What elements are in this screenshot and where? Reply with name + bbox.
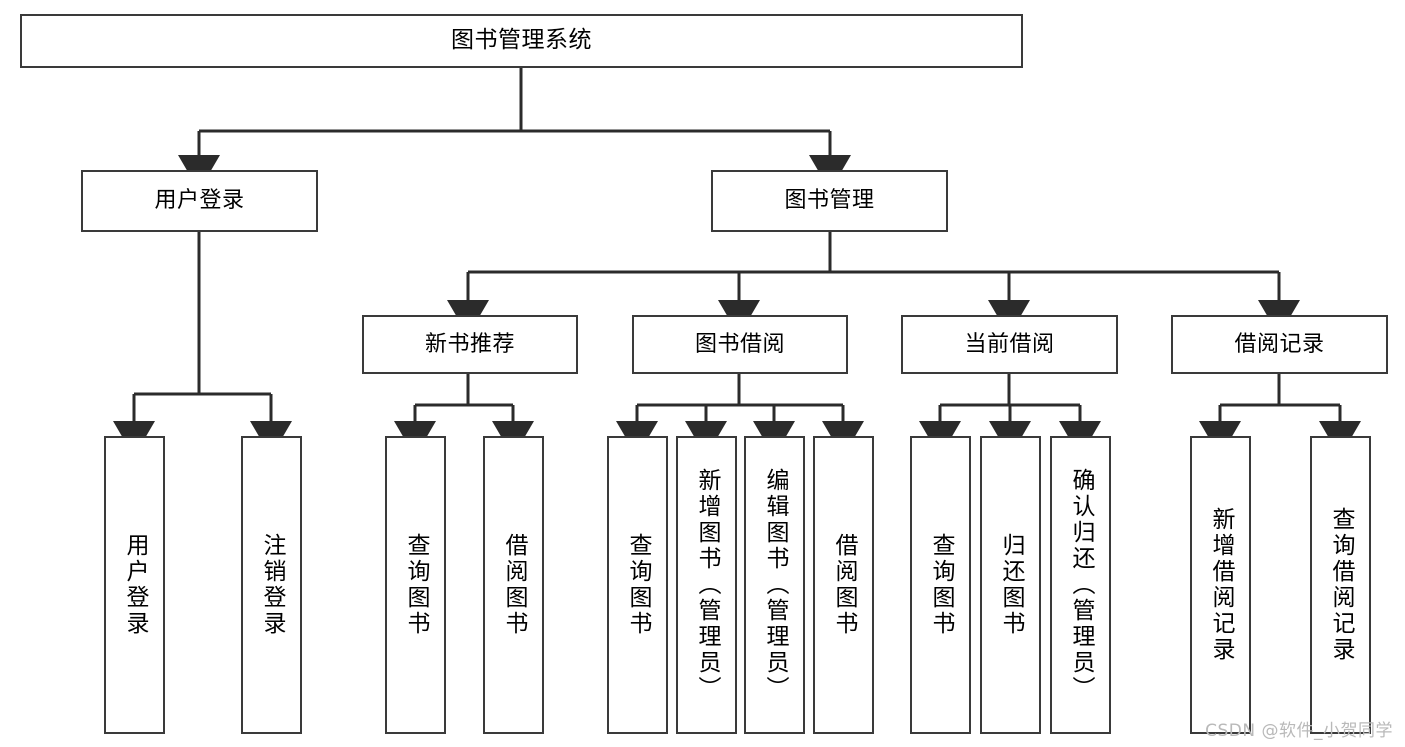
node-borrow-record[interactable]: 借阅记录 bbox=[1171, 315, 1388, 374]
node-label: 用户登录 bbox=[122, 533, 148, 637]
node-label: 编辑图书（管理员） bbox=[762, 468, 788, 702]
node-label: 图书借阅 bbox=[694, 331, 785, 357]
node-book-management-system[interactable]: 图书管理系统 bbox=[20, 14, 1023, 68]
leaf-user-login-logout[interactable]: 注销登录 bbox=[241, 436, 302, 734]
node-current-borrow[interactable]: 当前借阅 bbox=[901, 315, 1118, 374]
leaf-new-book-borrow[interactable]: 借阅图书 bbox=[483, 436, 544, 734]
leaf-borrow-add-book[interactable]: 新增图书（管理员） bbox=[676, 436, 737, 734]
node-label: 借阅图书 bbox=[501, 533, 527, 637]
leaf-borrow-borrow-book[interactable]: 借阅图书 bbox=[813, 436, 874, 734]
node-label: 注销登录 bbox=[259, 533, 285, 637]
node-user-login[interactable]: 用户登录 bbox=[81, 170, 318, 232]
leaf-new-book-query[interactable]: 查询图书 bbox=[385, 436, 446, 734]
node-label: 新增借阅记录 bbox=[1208, 507, 1234, 663]
node-label: 图书管理 bbox=[784, 188, 875, 214]
csdn-watermark: CSDN @软件_小贺同学 bbox=[1205, 721, 1393, 741]
node-label: 归还图书 bbox=[998, 533, 1024, 637]
node-label: 查询图书 bbox=[928, 533, 954, 637]
node-label: 借阅记录 bbox=[1234, 331, 1325, 357]
leaf-borrow-query-book[interactable]: 查询图书 bbox=[607, 436, 668, 734]
node-label: 图书管理系统 bbox=[451, 27, 592, 54]
node-label: 新增图书（管理员） bbox=[694, 468, 720, 702]
node-label: 用户登录 bbox=[154, 188, 245, 214]
node-label: 查询借阅记录 bbox=[1328, 507, 1354, 663]
node-label: 查询图书 bbox=[625, 533, 651, 637]
node-label: 当前借阅 bbox=[964, 331, 1055, 357]
leaf-record-query-record[interactable]: 查询借阅记录 bbox=[1310, 436, 1371, 734]
leaf-record-add-record[interactable]: 新增借阅记录 bbox=[1190, 436, 1251, 734]
leaf-current-confirm-return[interactable]: 确认归还（管理员） bbox=[1050, 436, 1111, 734]
node-label: 借阅图书 bbox=[831, 533, 857, 637]
node-label: 查询图书 bbox=[403, 533, 429, 637]
node-label: 确认归还（管理员） bbox=[1068, 468, 1094, 702]
leaf-user-login-login[interactable]: 用户登录 bbox=[104, 436, 165, 734]
node-book-management[interactable]: 图书管理 bbox=[711, 170, 948, 232]
leaf-borrow-edit-book[interactable]: 编辑图书（管理员） bbox=[744, 436, 805, 734]
node-label: 新书推荐 bbox=[424, 331, 515, 357]
leaf-current-return-book[interactable]: 归还图书 bbox=[980, 436, 1041, 734]
node-new-book-recommend[interactable]: 新书推荐 bbox=[362, 315, 578, 374]
leaf-current-query-book[interactable]: 查询图书 bbox=[910, 436, 971, 734]
node-book-borrow[interactable]: 图书借阅 bbox=[632, 315, 848, 374]
